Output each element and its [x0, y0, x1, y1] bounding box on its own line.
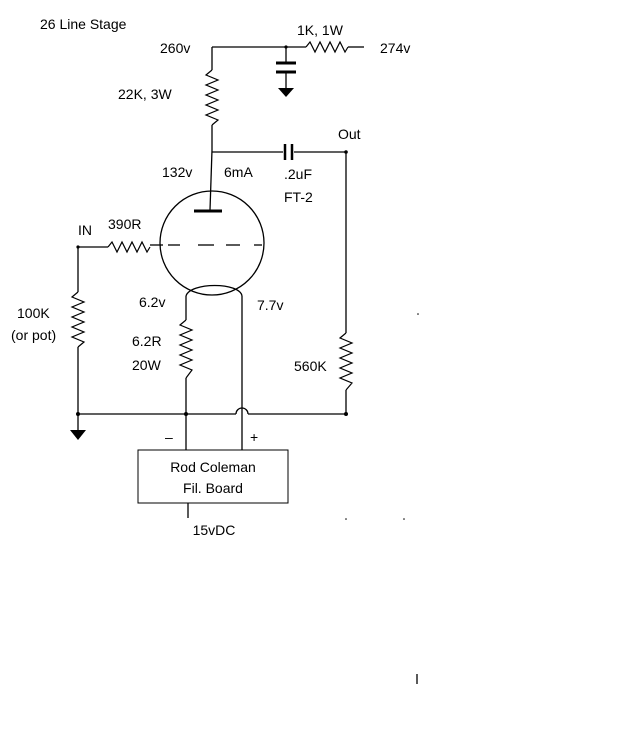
- coupling-capacitor: [283, 144, 294, 160]
- label-6ma: 6mA: [224, 164, 253, 180]
- label-cap-value: .2uF: [284, 166, 312, 182]
- label-260v: 260v: [160, 40, 190, 56]
- label-minus: –: [165, 429, 173, 445]
- label-7-7v: 7.7v: [257, 297, 283, 313]
- label-560k: 560K: [294, 358, 327, 374]
- b-plus-rail: [212, 45, 364, 49]
- label-274v: 274v: [380, 40, 410, 56]
- resistor-6-2r: [178, 319, 194, 379]
- stray-mark: [417, 313, 419, 315]
- stray-mark: [345, 518, 347, 520]
- filament-board: [137, 449, 289, 504]
- label-20w: 20W: [132, 357, 162, 373]
- label-15vdc: 15vDC: [193, 522, 236, 538]
- resistor-1k: [305, 40, 349, 54]
- stray-mark: [403, 518, 405, 520]
- ground-icon: [70, 430, 86, 440]
- label-out: Out: [338, 126, 361, 142]
- resistor-390r: [107, 240, 151, 254]
- label-plus: +: [250, 429, 258, 445]
- label-cap-type: FT-2: [284, 189, 313, 205]
- label-in: IN: [78, 222, 92, 238]
- ground-bus: [76, 407, 348, 416]
- board-label-line2: Fil. Board: [183, 480, 243, 496]
- tube-filament: [185, 284, 243, 297]
- board-label-line1: Rod Coleman: [170, 459, 256, 475]
- resistor-22k: [204, 69, 220, 126]
- resistor-100k: [70, 291, 86, 348]
- label-100k: 100K: [17, 305, 50, 321]
- plate-lead: [209, 149, 213, 211]
- resistor-560k: [338, 332, 354, 391]
- label-6-2r: 6.2R: [132, 333, 162, 349]
- title: 26 Line Stage: [40, 16, 127, 32]
- label-390r: 390R: [108, 216, 141, 232]
- label-132v: 132v: [162, 164, 192, 180]
- filter-capacitor: [276, 47, 296, 88]
- label-22k-3w: 22K, 3W: [118, 86, 172, 102]
- ground-icon: [278, 88, 294, 97]
- label-1k-1w: 1K, 1W: [297, 22, 344, 38]
- label-or-pot: (or pot): [11, 327, 56, 343]
- label-6-2v: 6.2v: [139, 294, 165, 310]
- tube-26: [150, 190, 265, 297]
